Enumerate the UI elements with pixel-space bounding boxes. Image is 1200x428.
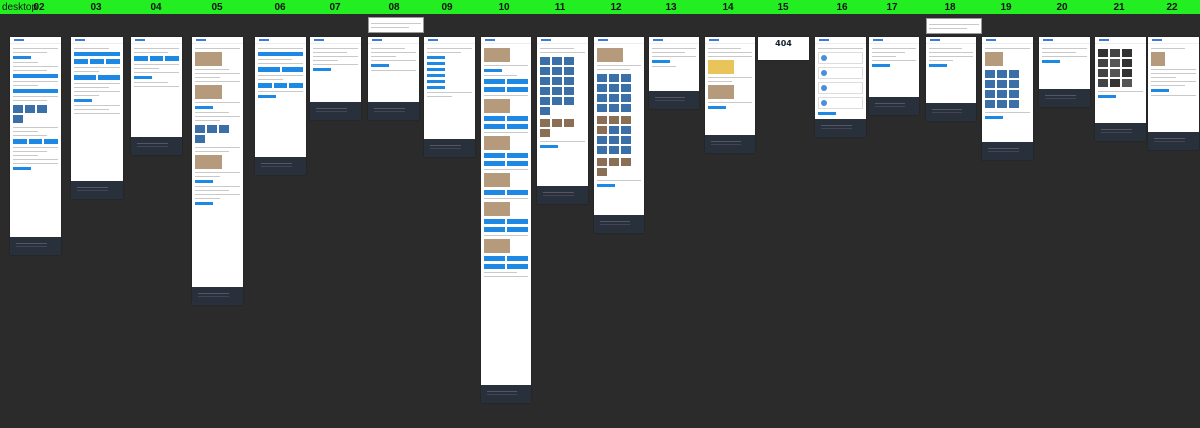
page-thumbnail-21[interactable]: [1095, 37, 1146, 141]
column-label-10: 10: [498, 2, 510, 13]
column-label-04: 04: [150, 2, 162, 13]
page-thumbnail-08[interactable]: [368, 37, 419, 120]
frame-label: desktop: [2, 2, 38, 13]
annotation-note: [368, 17, 424, 33]
column-label-15: 15: [777, 2, 789, 13]
column-label-19: 19: [1000, 2, 1012, 13]
column-label-18: 18: [944, 2, 956, 13]
annotation-note: [926, 18, 982, 34]
page-thumbnail-03[interactable]: [71, 37, 123, 199]
column-label-14: 14: [722, 2, 734, 13]
column-label-21: 21: [1113, 2, 1125, 13]
column-label-08: 08: [388, 2, 400, 13]
artboard-header-bar: desktop: [0, 0, 1200, 14]
column-label-03: 03: [90, 2, 102, 13]
column-label-20: 20: [1056, 2, 1068, 13]
column-label-02: 02: [33, 2, 45, 13]
page-thumbnail-17[interactable]: [869, 37, 919, 115]
page-thumbnail-16[interactable]: [815, 37, 866, 137]
page-thumbnail-22[interactable]: [1148, 37, 1199, 150]
error-code: 404: [775, 39, 792, 48]
page-thumbnail-02[interactable]: [10, 37, 61, 255]
page-thumbnail-04[interactable]: [131, 37, 182, 155]
page-thumbnail-20[interactable]: [1039, 37, 1090, 107]
page-thumbnail-18[interactable]: [926, 37, 976, 121]
page-thumbnail-07[interactable]: [310, 37, 361, 120]
column-label-17: 17: [886, 2, 898, 13]
column-label-06: 06: [274, 2, 286, 13]
page-thumbnail-11[interactable]: [537, 37, 588, 204]
page-thumbnail-15-404[interactable]: 404: [758, 37, 809, 60]
page-thumbnail-12[interactable]: [594, 37, 644, 233]
column-label-05: 05: [211, 2, 223, 13]
page-thumbnail-14[interactable]: [705, 37, 755, 153]
column-label-22: 22: [1166, 2, 1178, 13]
column-label-13: 13: [665, 2, 677, 13]
page-thumbnail-10[interactable]: [481, 37, 531, 403]
column-label-09: 09: [441, 2, 453, 13]
page-thumbnail-06[interactable]: [255, 37, 306, 175]
column-label-16: 16: [836, 2, 848, 13]
page-thumbnail-19[interactable]: [982, 37, 1033, 160]
column-label-12: 12: [610, 2, 622, 13]
page-thumbnail-09[interactable]: [424, 37, 475, 157]
page-thumbnail-13[interactable]: [649, 37, 699, 109]
column-label-11: 11: [554, 2, 566, 13]
column-label-07: 07: [329, 2, 341, 13]
page-thumbnail-05[interactable]: [192, 37, 243, 305]
